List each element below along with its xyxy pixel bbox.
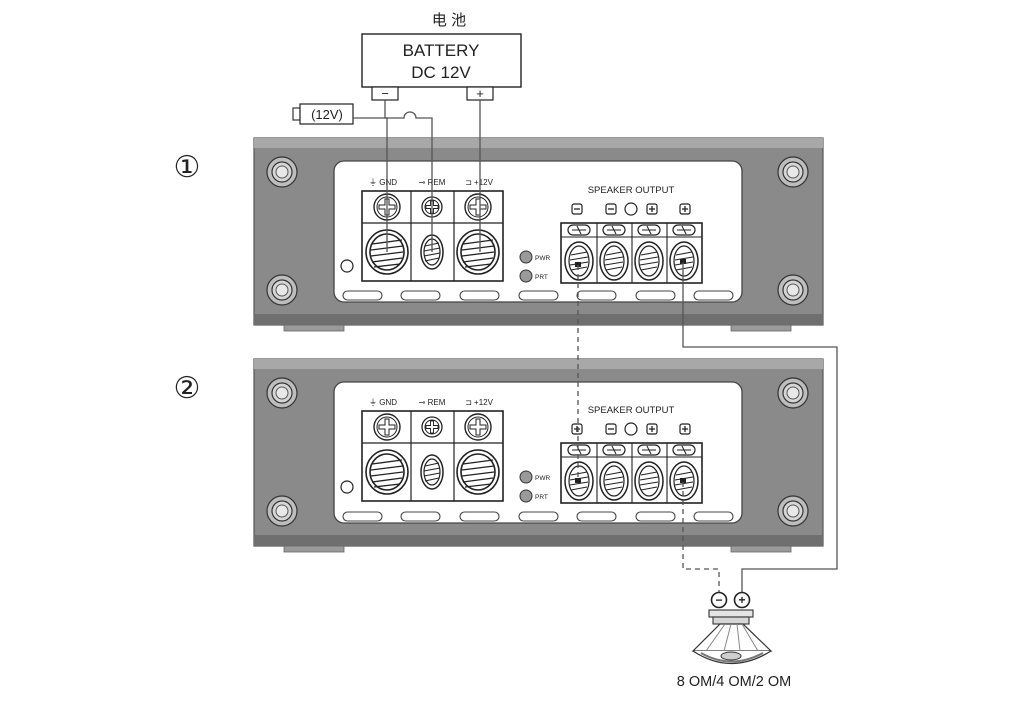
amplifier-2-index: ② <box>174 371 201 406</box>
amplifier-2-12v-terminal-icon <box>456 449 500 495</box>
amplifier-2-rem-label: ⊸ REM <box>419 398 446 407</box>
speaker-icon <box>691 609 773 665</box>
amplifier-2: ② ⏚ GND ⊸ REM ⊐ +12V PWR PRT <box>174 358 824 553</box>
speaker-positive-icon <box>733 591 751 609</box>
amplifier-2-rem-terminal-icon <box>420 454 444 490</box>
speaker-impedance: 8 OM/4 OM/2 OM <box>677 674 791 690</box>
battery-negative-symbol: − <box>381 86 389 101</box>
battery-caption: 电 池 <box>432 12 466 29</box>
battery: 电 池 BATTERY DC 12V − + <box>361 12 522 101</box>
battery-positive-symbol: + <box>476 86 484 101</box>
amplifier-1-prt-label: PRT <box>535 274 548 281</box>
amplifier-2-12v-label: ⊐ +12V <box>465 398 494 407</box>
amplifier-1: ① ⏚ GND ⊸ REM ⊐ +12V PWR <box>174 137 824 332</box>
speaker-negative-icon <box>710 591 728 609</box>
amplifier-2-speaker-output-title: SPEAKER OUTPUT <box>588 405 675 416</box>
battery-voltage: DC 12V <box>411 63 471 82</box>
remote-wire <box>353 111 433 252</box>
amplifier-2-prt-label: PRT <box>535 494 548 501</box>
amplifier-1-12v-screw-icon <box>464 193 492 221</box>
amplifier-2-rem-screw-icon <box>421 416 443 438</box>
amplifier-2-prt-led-icon <box>519 489 533 503</box>
amplifier-1-pwr-label: PWR <box>535 255 550 262</box>
amplifier-2-power-block <box>361 410 504 502</box>
speaker-negative-symbol: − <box>715 593 722 607</box>
amplifier-1-pwr-led-icon <box>519 250 533 264</box>
remote-fuse-box <box>299 103 354 125</box>
battery-box <box>361 33 522 88</box>
amplifier-1-gnd-label: ⏚ GND <box>369 178 397 187</box>
amplifier-2-12v-screw-icon <box>464 413 492 441</box>
amplifier-1-speaker-output-title: SPEAKER OUTPUT <box>588 185 675 196</box>
remote-fuse-label: (12V) <box>311 107 343 122</box>
speaker: − + 8 OM/4 OM/2 OM <box>677 591 791 690</box>
remote-fuse: (12V) <box>292 103 354 125</box>
amplifier-1-index: ① <box>174 150 201 185</box>
amplifier-2-pwr-led-icon <box>519 470 533 484</box>
speaker-positive-symbol: + <box>738 593 745 607</box>
amplifier-2-gnd-screw-icon <box>373 413 401 441</box>
speaker-positive-wire <box>682 262 838 592</box>
amplifier-1-speaker-block <box>560 222 703 284</box>
amplifier-2-speaker-block <box>560 442 703 504</box>
amplifier-2-pwr-label: PWR <box>535 475 550 482</box>
battery-label: BATTERY <box>403 41 480 60</box>
amplifier-2-gnd-label: ⏚ GND <box>369 398 397 407</box>
amplifier-1-12v-terminal-icon <box>456 229 500 275</box>
wiring <box>353 100 838 592</box>
amplifier-1-12v-label: ⊐ +12V <box>465 178 494 187</box>
amplifier-2-gnd-terminal-icon <box>365 449 409 495</box>
amplifier-1-prt-led-icon <box>519 269 533 283</box>
